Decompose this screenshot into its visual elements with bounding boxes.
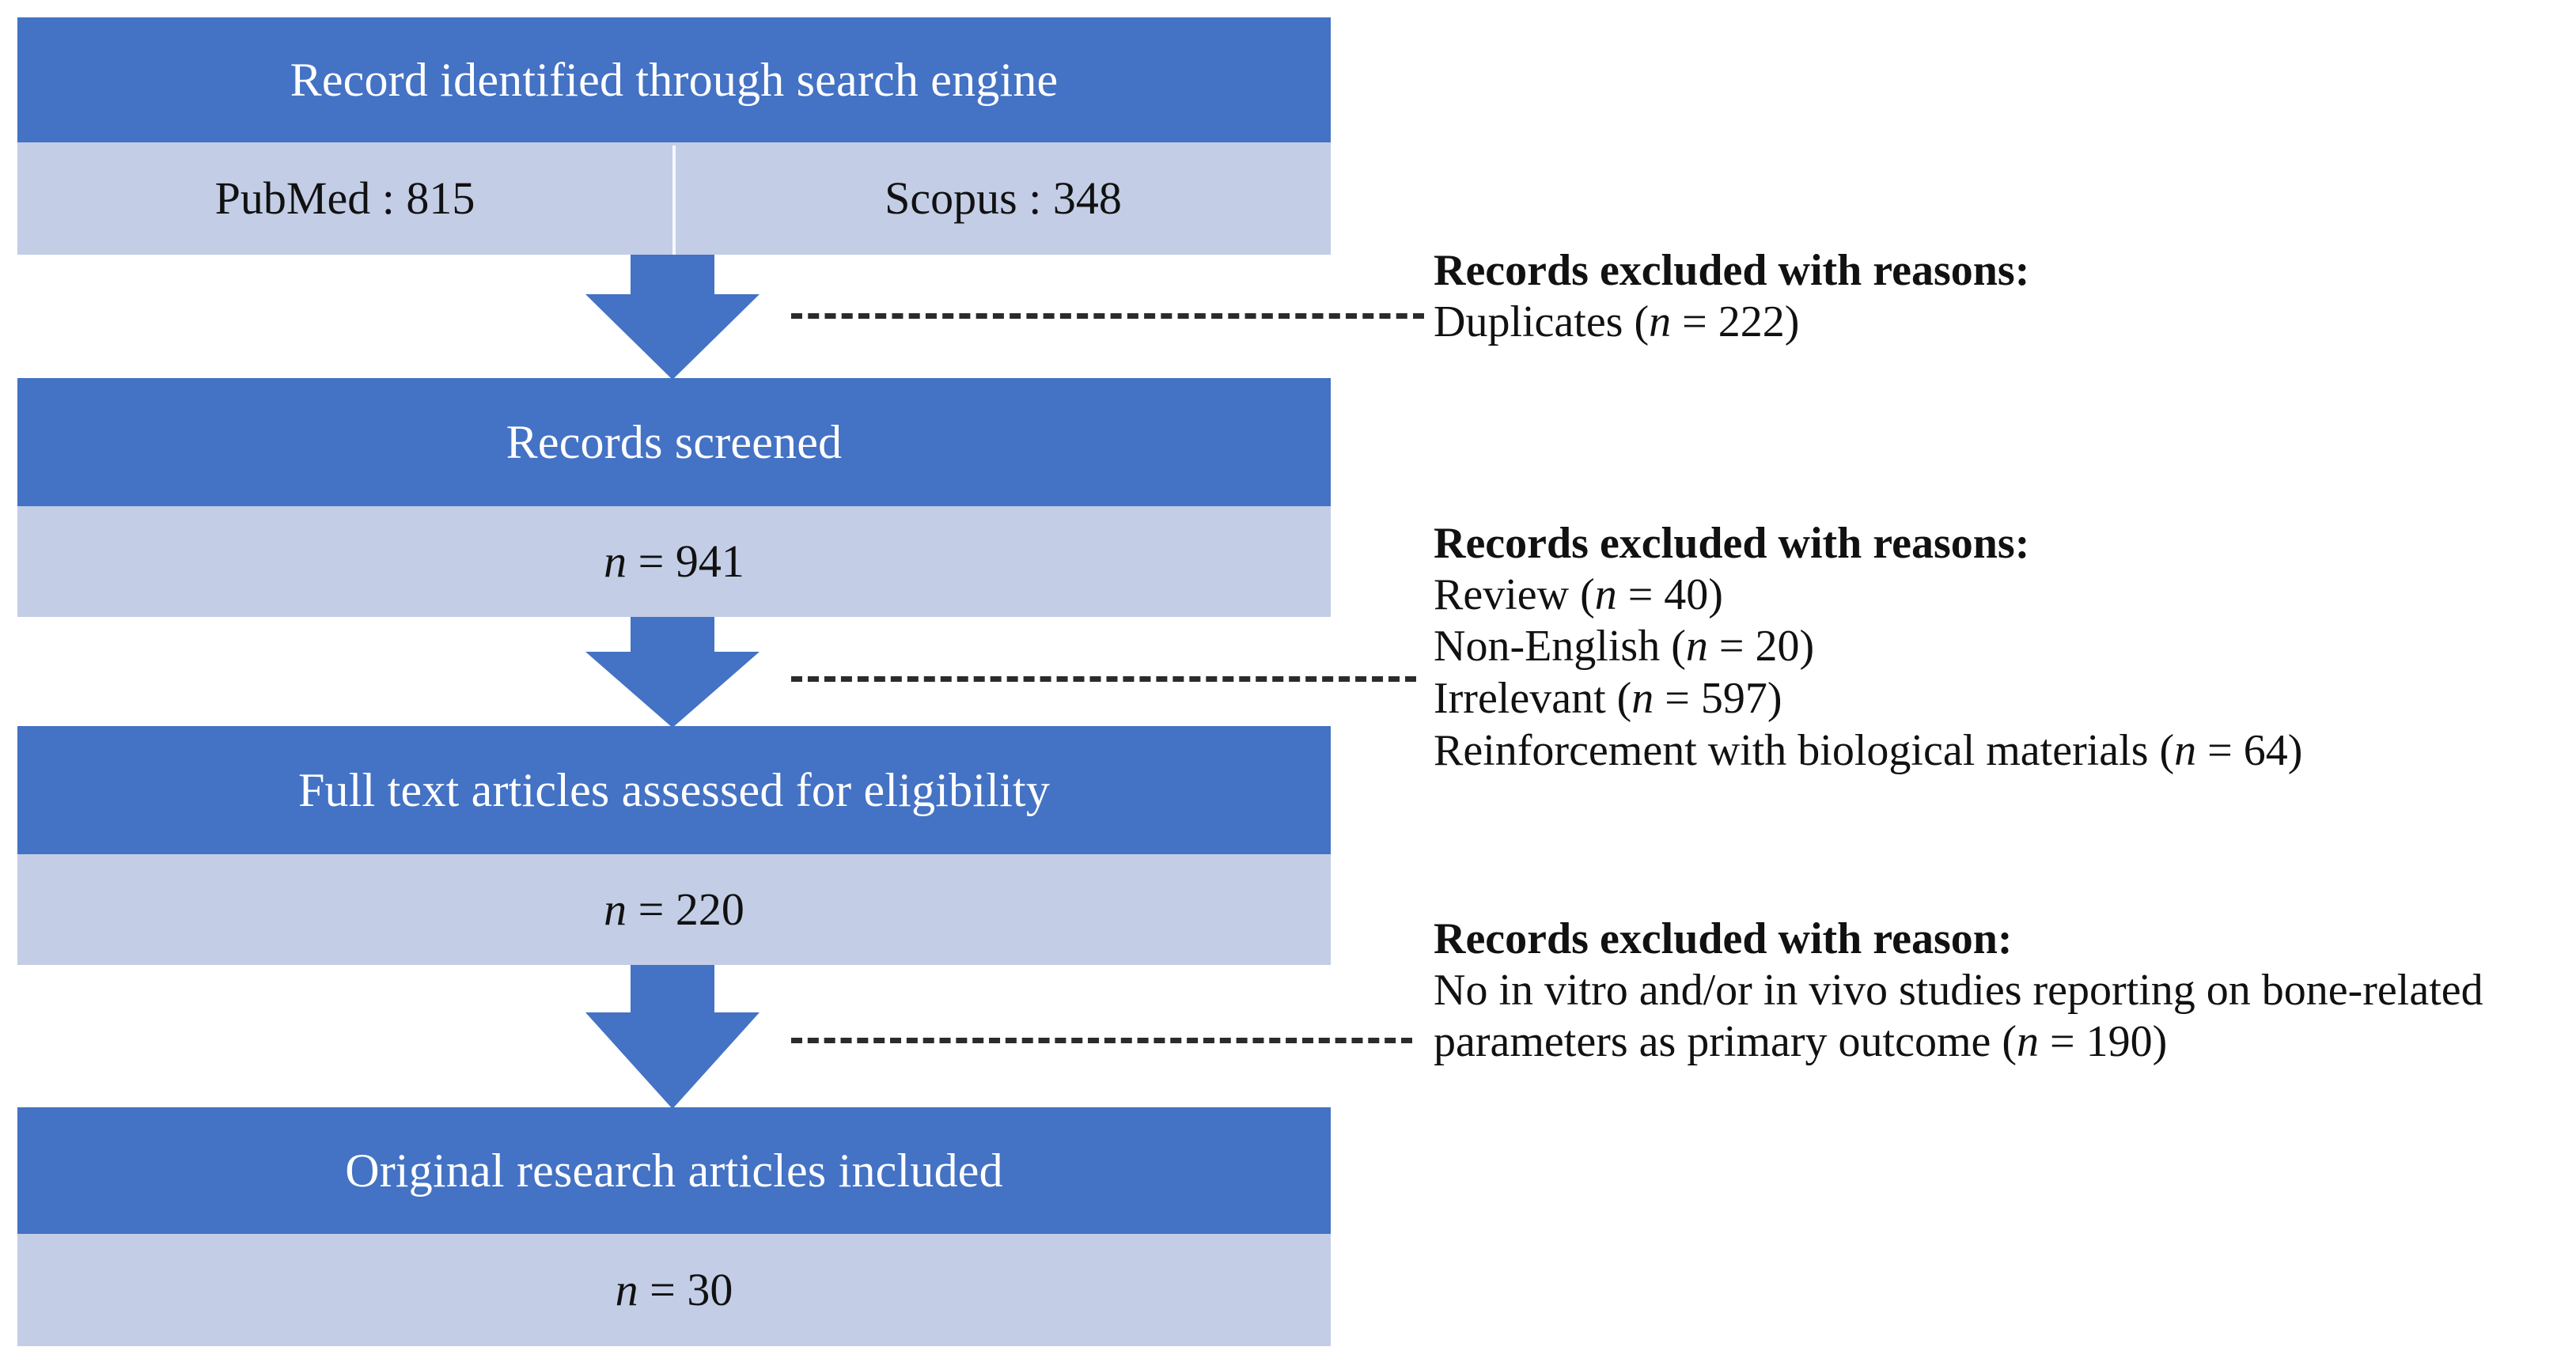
- stage-count-screening: n = 941: [604, 535, 744, 587]
- exclusion-note-3: Records excluded with reason: No in vitr…: [1434, 914, 2565, 1069]
- reason-count: = 40): [1616, 569, 1723, 619]
- exclusion-note-2-body: Review (n = 40) Non-English (n = 20) Irr…: [1434, 569, 2565, 777]
- source-cell-pubmed: PubMed : 815: [214, 172, 475, 224]
- connector-dashed-1: [791, 313, 1424, 319]
- exclusion-note-2-title: Records excluded with reasons:: [1434, 519, 2030, 568]
- stage-body-identification: PubMed : 815 Scopus : 348: [17, 142, 1331, 255]
- n-symbol: n: [2174, 725, 2197, 775]
- reason-label: Review (: [1434, 569, 1595, 619]
- stage-body-eligibility: n = 220: [17, 854, 1331, 965]
- n-symbol: n: [615, 1263, 638, 1315]
- n-symbol: n: [604, 883, 627, 935]
- stage-box-screening: Records screened n = 941: [17, 378, 1331, 617]
- stage-header-included: Original research articles included: [17, 1107, 1331, 1234]
- stage-body-screening: n = 941: [17, 506, 1331, 617]
- exclusion-reason: Duplicates (n = 222): [1434, 297, 2565, 349]
- stage-box-eligibility: Full text articles assessed for eligibil…: [17, 726, 1331, 965]
- flow-arrow-down-3: [585, 965, 760, 1109]
- reason-label: Reinforcement with biological materials …: [1434, 725, 2175, 775]
- exclusion-note-3-body: No in vitro and/or in vivo studies repor…: [1434, 965, 2557, 1069]
- reason-label: Non-English (: [1434, 622, 1686, 672]
- reason-count: = 190): [2039, 1017, 2168, 1067]
- reason-label: No in vitro and/or in vivo studies repor…: [1434, 965, 2483, 1067]
- connector-dashed-2: [791, 676, 1416, 682]
- stage-body-included: n = 30: [17, 1234, 1331, 1346]
- exclusion-reason: Irrelevant (n = 597): [1434, 673, 2565, 725]
- reason-count: = 20): [1707, 622, 1815, 672]
- exclusion-note-1-body: Duplicates (n = 222): [1434, 297, 2565, 349]
- exclusion-reason: Reinforcement with biological materials …: [1434, 725, 2565, 777]
- source-cell-scopus: Scopus : 348: [885, 172, 1122, 224]
- reason-count: = 64): [2196, 725, 2303, 775]
- reason-label: Irrelevant (: [1434, 673, 1632, 723]
- stage-box-identification: Record identified through search engine …: [17, 17, 1331, 255]
- exclusion-note-2: Records excluded with reasons: Review (n…: [1434, 518, 2565, 777]
- n-symbol: n: [2017, 1017, 2040, 1067]
- exclusion-reason: No in vitro and/or in vivo studies repor…: [1434, 965, 2557, 1069]
- n-symbol: n: [1631, 673, 1654, 723]
- n-symbol: n: [604, 535, 627, 587]
- n-value: = 30: [638, 1263, 733, 1315]
- n-symbol: n: [1685, 622, 1708, 672]
- reason-count: = 222): [1671, 297, 1800, 346]
- stage-count-included: n = 30: [616, 1266, 733, 1315]
- reason-label: Duplicates (: [1434, 297, 1650, 346]
- stage-count-eligibility: n = 220: [604, 883, 744, 935]
- stage-box-included: Original research articles included n = …: [17, 1107, 1331, 1346]
- stage-header-eligibility: Full text articles assessed for eligibil…: [17, 726, 1331, 854]
- n-value: = 220: [627, 883, 744, 935]
- flow-arrow-down-1: [585, 255, 760, 380]
- exclusion-note-1: Records excluded with reasons: Duplicate…: [1434, 245, 2565, 348]
- exclusion-reason: Non-English (n = 20): [1434, 621, 2565, 673]
- n-symbol: n: [1594, 569, 1617, 619]
- flow-arrow-down-2: [585, 617, 760, 728]
- exclusion-note-1-title: Records excluded with reasons:: [1434, 246, 2030, 295]
- n-value: = 941: [627, 535, 744, 587]
- n-symbol: n: [1649, 297, 1672, 346]
- stage-header-identification: Record identified through search engine: [17, 17, 1331, 142]
- connector-dashed-3: [791, 1038, 1412, 1043]
- stage-header-screening: Records screened: [17, 378, 1331, 506]
- exclusion-reason: Review (n = 40): [1434, 569, 2565, 622]
- source-cell-divider: [672, 146, 676, 255]
- exclusion-note-3-title: Records excluded with reason:: [1434, 914, 2013, 963]
- reason-count: = 597): [1654, 673, 1782, 723]
